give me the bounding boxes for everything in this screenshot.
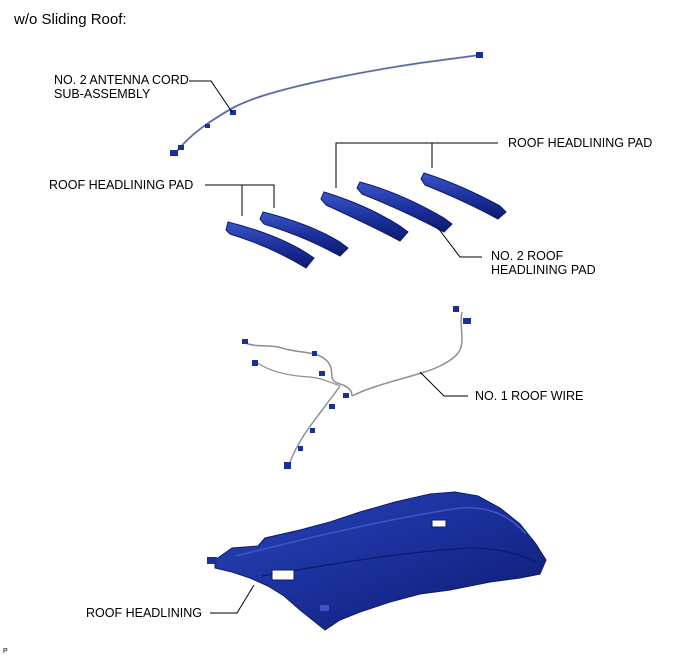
no1-roof-wire-label: NO. 1 ROOF WIRE: [475, 389, 584, 403]
antenna-cord-part: [170, 52, 483, 156]
headlining-pad-1: [225, 221, 315, 269]
illustration-code: P: [3, 648, 8, 655]
leader-no2-headlining-pad: [437, 227, 482, 258]
roof-headlining-pad-label-right: ROOF HEADLINING PAD: [508, 136, 653, 150]
leader-roof-wire: [419, 371, 468, 397]
roof-headlining-part: [207, 491, 547, 631]
headlining-pad-3: [320, 191, 409, 242]
no2-headlining-pad-part: [356, 181, 453, 233]
headlining-pad-2: [259, 211, 349, 257]
leader-roof-headlining: [210, 584, 255, 614]
page-title: w/o Sliding Roof:: [14, 11, 127, 28]
leader-lines: [189, 80, 498, 614]
headlining-pad-5: [420, 172, 507, 220]
roof-headlining-label: ROOF HEADLINING: [86, 606, 202, 620]
roof-headlining-pad-label-left: ROOF HEADLINING PAD: [49, 178, 194, 192]
leader-headlining-pad-right: [335, 142, 498, 188]
antenna-cord-label-line-1: NO. 2 ANTENNA CORD: [54, 73, 189, 87]
leader-headlining-pad-left: [205, 184, 275, 216]
no2-roof-headlining-pad-line-1: NO. 2 ROOF: [491, 249, 564, 263]
no2-roof-headlining-pad-label: NO. 2 ROOF HEADLINING PAD: [491, 249, 596, 277]
antenna-cord-label-line-2: SUB-ASSEMBLY: [54, 87, 151, 101]
antenna-cord-label: NO. 2 ANTENNA CORD SUB-ASSEMBLY: [54, 73, 189, 101]
no2-roof-headlining-pad-line-2: HEADLINING PAD: [491, 263, 596, 277]
leader-antenna-cord: [189, 80, 233, 113]
roof-wire-part: [242, 306, 471, 469]
